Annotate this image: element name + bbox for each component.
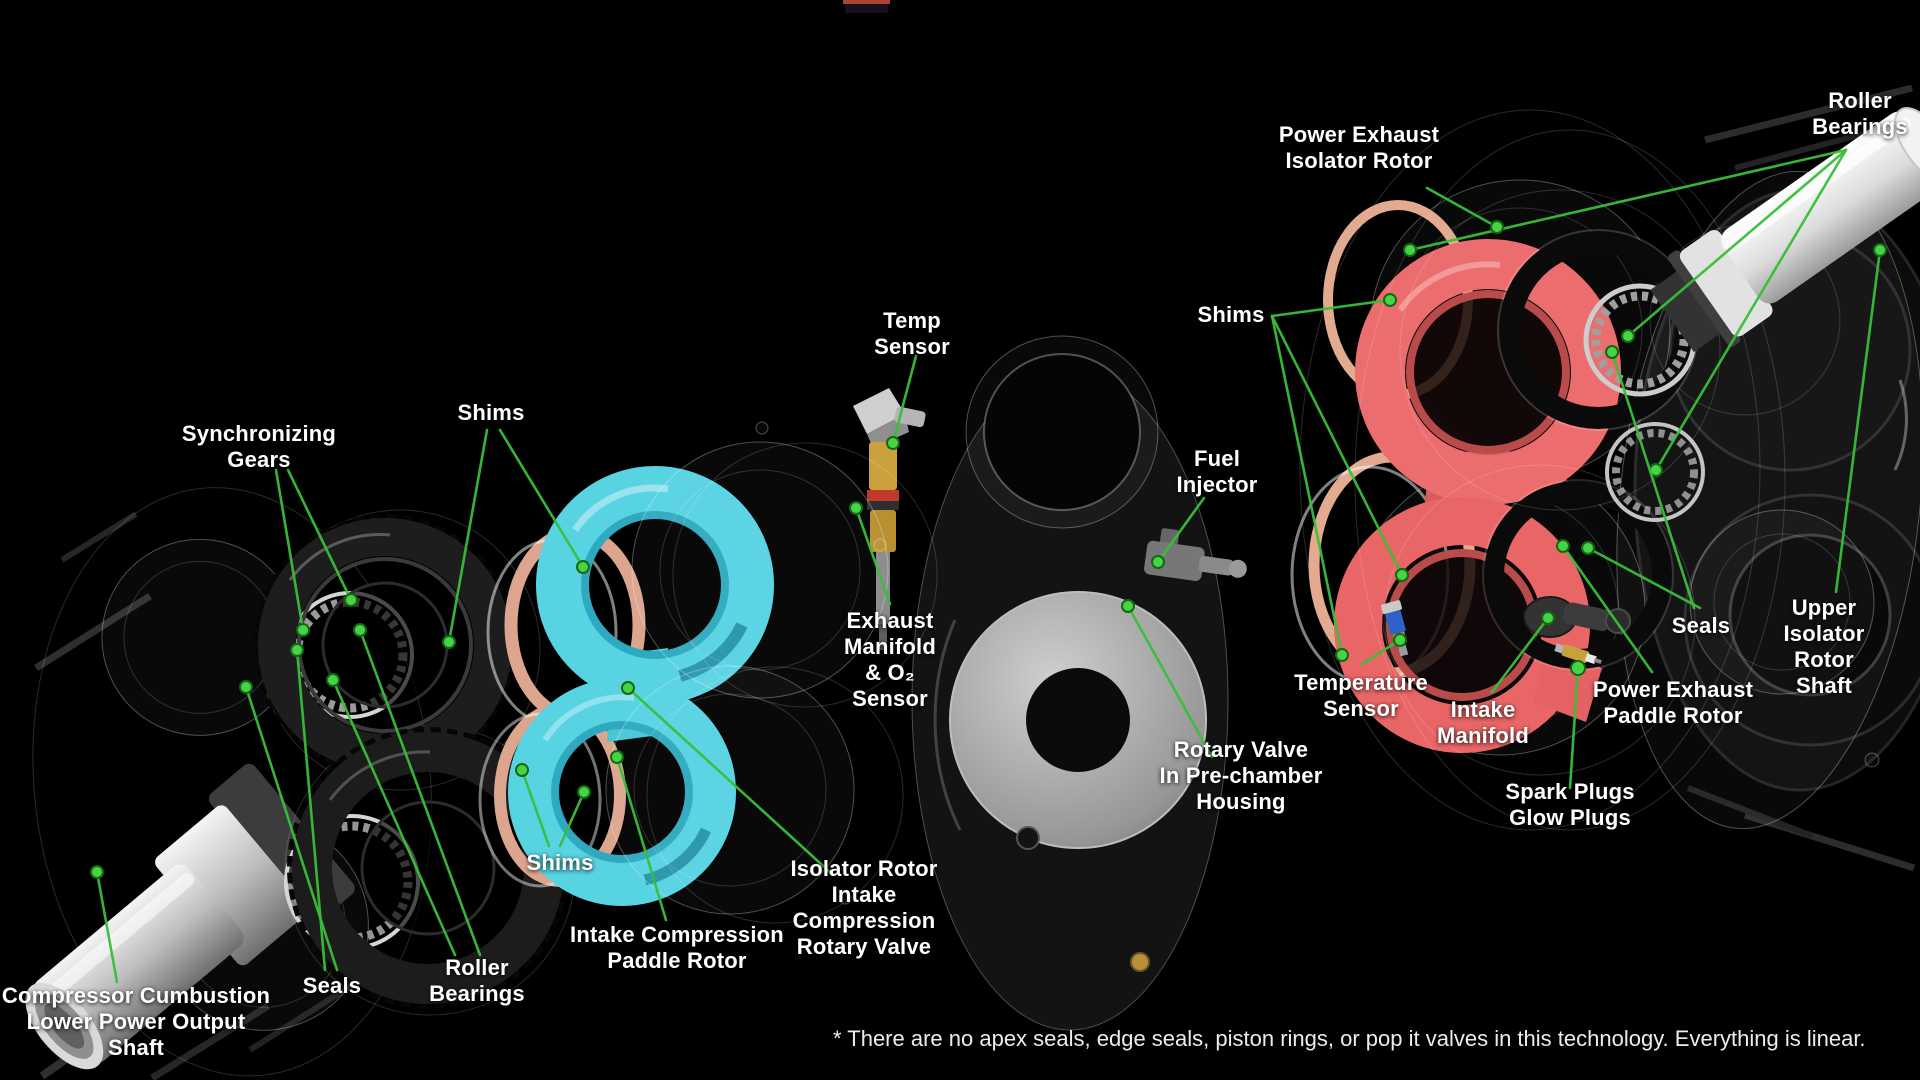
- prechamber-housing-part: [911, 335, 1229, 1031]
- label-synchronizing-gears: Synchronizing Gears: [181, 421, 337, 472]
- label-isolator-rotor-intake-compression-rotary-valve: Isolator Rotor Intake Compression Rotary…: [790, 856, 938, 959]
- label-intake-compression-paddle-rotor: Intake Compression Paddle Rotor: [570, 922, 784, 973]
- label-upper-isolator-rotor-shaft: Upper Isolator Rotor Shaft: [1783, 595, 1865, 698]
- label-power-exhaust-isolator-rotor: Power Exhaust Isolator Rotor: [1278, 122, 1440, 173]
- label-shims-right: Shims: [1197, 302, 1265, 327]
- cropped-logo-bar: [843, 0, 890, 13]
- label-roller-bearings-lower-left: Roller Bearings: [429, 955, 525, 1006]
- label-compressor-combustion-output-shaft: Compressor Cumbustion Lower Power Output…: [1, 983, 271, 1060]
- upper-isolator-rotor-shaft-part: [1650, 107, 1920, 353]
- label-roller-bearings-top: Roller Bearings: [1812, 88, 1908, 139]
- isolator-rotor-housing-part: [605, 421, 938, 924]
- brass-fitting-part: [1130, 952, 1150, 972]
- label-fuel-injector: Fuel Injector: [1176, 446, 1258, 497]
- label-power-exhaust-paddle-rotor: Power Exhaust Paddle Rotor: [1592, 677, 1754, 728]
- label-shims-upper-left: Shims: [457, 400, 525, 425]
- label-shims-lower-left: Shims: [526, 850, 594, 875]
- label-intake-manifold: Intake Manifold: [1436, 697, 1530, 748]
- label-seals-lower-left: Seals: [302, 973, 362, 998]
- label-exhaust-manifold-o2-sensor: Exhaust Manifold & O₂ Sensor: [843, 608, 937, 711]
- label-spark-plugs-glow-plugs: Spark Plugs Glow Plugs: [1505, 779, 1635, 830]
- footnote: * There are no apex seals, edge seals, p…: [833, 1026, 1866, 1051]
- label-temp-sensor: Temp Sensor: [874, 308, 950, 359]
- leader-lines: [90, 148, 1887, 984]
- right-clear-end-plate: [1616, 170, 1920, 830]
- spark-plug-part: [1554, 643, 1602, 665]
- label-seals-right: Seals: [1671, 613, 1731, 638]
- fuel-injector-part: [1144, 528, 1247, 581]
- label-rotary-valve-prechamber: Rotary Valve In Pre-chamber Housing: [1159, 737, 1323, 814]
- label-temperature-sensor: Temperature Sensor: [1294, 670, 1428, 721]
